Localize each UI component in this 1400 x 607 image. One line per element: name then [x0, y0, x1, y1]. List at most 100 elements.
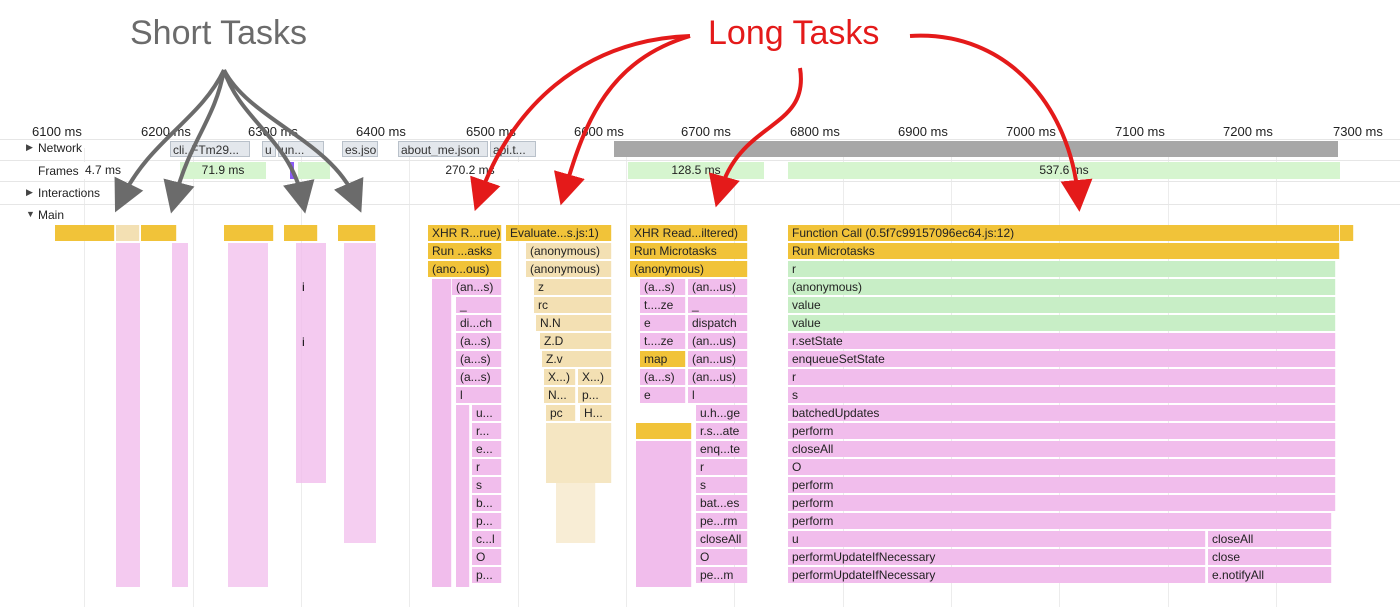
- flame-entry[interactable]: X...): [544, 369, 576, 385]
- flame-entry[interactable]: XHR R...rue): [428, 225, 502, 241]
- flame-entry[interactable]: bat...es: [696, 495, 748, 511]
- flame-entry[interactable]: Run Microtasks: [788, 243, 1340, 259]
- frame-bar[interactable]: 71.9 ms: [180, 162, 266, 179]
- flame-entry[interactable]: (anonymous): [788, 279, 1336, 295]
- flame-entry[interactable]: s: [788, 387, 1336, 403]
- flame-entry[interactable]: p...: [472, 567, 502, 583]
- flame-entry[interactable]: performUpdateIfNecessary: [788, 567, 1206, 583]
- flame-entry[interactable]: (a...s): [640, 369, 686, 385]
- task-bar[interactable]: [116, 225, 140, 241]
- flame-entry[interactable]: r.s...ate: [696, 423, 748, 439]
- flame-entry[interactable]: b...: [472, 495, 502, 511]
- flame-entry[interactable]: (an...us): [688, 279, 748, 295]
- task-bar[interactable]: [141, 225, 177, 241]
- flame-entry[interactable]: enqueueSetState: [788, 351, 1336, 367]
- flame-entry[interactable]: _: [456, 297, 502, 313]
- flame-entry[interactable]: (anonymous): [526, 261, 612, 277]
- flame-entry[interactable]: (a...s): [640, 279, 686, 295]
- flame-entry[interactable]: map: [640, 351, 686, 367]
- flame-entry[interactable]: u: [788, 531, 1206, 547]
- flame-entry[interactable]: Evaluate...s.js:1): [506, 225, 612, 241]
- flame-entry[interactable]: _: [688, 297, 748, 313]
- flame-entry[interactable]: pe...m: [696, 567, 748, 583]
- flame-entry[interactable]: pc: [546, 405, 576, 421]
- flame-entry[interactable]: t....ze: [640, 297, 686, 313]
- flame-entry[interactable]: O: [696, 549, 748, 565]
- flame-entry[interactable]: e: [640, 387, 686, 403]
- flame-entry[interactable]: Z.D: [540, 333, 612, 349]
- flame-column[interactable]: [556, 483, 596, 543]
- flame-entry[interactable]: X...): [578, 369, 612, 385]
- flame-entry[interactable]: Z.v: [542, 351, 612, 367]
- flame-entry[interactable]: (an...s): [452, 279, 502, 295]
- flame-entry[interactable]: perform: [788, 477, 1336, 493]
- flame-entry[interactable]: rc: [534, 297, 612, 313]
- flame-entry[interactable]: value: [788, 315, 1336, 331]
- network-expand-icon[interactable]: ▶: [26, 142, 33, 152]
- main-track-label[interactable]: Main: [38, 208, 65, 222]
- flame-entry[interactable]: [636, 423, 692, 439]
- flame-entry[interactable]: H...: [580, 405, 612, 421]
- flame-entry[interactable]: Run ...asks: [428, 243, 502, 259]
- flame-entry[interactable]: r...: [472, 423, 502, 439]
- flame-entry[interactable]: value: [788, 297, 1336, 313]
- flame-entry[interactable]: perform: [788, 423, 1336, 439]
- flame-entry[interactable]: t....ze: [640, 333, 686, 349]
- flame-entry[interactable]: (a...s): [456, 351, 502, 367]
- flame-column[interactable]: [546, 423, 612, 483]
- flame-entry[interactable]: close: [1208, 549, 1332, 565]
- flame-entry[interactable]: performUpdateIfNecessary: [788, 549, 1206, 565]
- task-bar[interactable]: [338, 225, 376, 241]
- short-task-3[interactable]: [228, 243, 268, 587]
- task-bar[interactable]: [284, 225, 318, 241]
- network-request[interactable]: about_me.json: [398, 141, 488, 157]
- flame-entry[interactable]: (anonymous): [526, 243, 612, 259]
- flame-entry[interactable]: (a...s): [456, 333, 502, 349]
- flame-column[interactable]: [456, 405, 470, 587]
- flame-entry[interactable]: s: [472, 477, 502, 493]
- flame-entry[interactable]: r: [696, 459, 748, 475]
- flame-entry[interactable]: (an...us): [688, 333, 748, 349]
- flame-entry[interactable]: pe...rm: [696, 513, 748, 529]
- short-task-2[interactable]: [172, 243, 188, 587]
- flame-entry[interactable]: r.setState: [788, 333, 1336, 349]
- flame-entry[interactable]: enq...te: [696, 441, 748, 457]
- flame-entry[interactable]: closeAll: [788, 441, 1336, 457]
- frame-bar-short[interactable]: [298, 162, 330, 179]
- frames-track-label[interactable]: Frames: [38, 164, 79, 178]
- flame-entry[interactable]: Function Call (0.5f7c99157096ec64.js:12): [788, 225, 1340, 241]
- flame-entry[interactable]: s: [696, 477, 748, 493]
- task-bar[interactable]: [55, 225, 115, 241]
- flame-entry[interactable]: p...: [578, 387, 612, 403]
- flame-entry[interactable]: N...: [544, 387, 576, 403]
- flame-column[interactable]: [636, 441, 692, 587]
- network-track-label[interactable]: Network: [38, 141, 83, 155]
- flame-entry[interactable]: c...l: [472, 531, 502, 547]
- flame-entry[interactable]: perform: [788, 495, 1336, 511]
- interactions-expand-icon[interactable]: ▶: [26, 187, 33, 197]
- flame-entry[interactable]: N.N: [536, 315, 612, 331]
- network-request[interactable]: u: [262, 141, 276, 157]
- flame-entry[interactable]: batchedUpdates: [788, 405, 1336, 421]
- flame-entry[interactable]: O: [788, 459, 1336, 475]
- short-task-5[interactable]: [344, 243, 376, 543]
- flame-entry[interactable]: e: [640, 315, 686, 331]
- short-task-4[interactable]: [296, 243, 326, 483]
- flame-entry[interactable]: (ano...ous): [428, 261, 502, 277]
- flame-entry[interactable]: (an...us): [688, 351, 748, 367]
- flame-entry[interactable]: closeAll: [696, 531, 748, 547]
- flame-entry[interactable]: r: [788, 261, 1336, 277]
- flame-entry[interactable]: di...ch: [456, 315, 502, 331]
- flame-entry[interactable]: perform: [788, 513, 1332, 529]
- short-task-1[interactable]: [116, 243, 140, 587]
- flame-entry[interactable]: p...: [472, 513, 502, 529]
- flame-entry[interactable]: r: [788, 369, 1336, 385]
- flame-entry[interactable]: (a...s): [456, 369, 502, 385]
- flame-entry[interactable]: u.h...ge: [696, 405, 748, 421]
- flame-entry[interactable]: O: [472, 549, 502, 565]
- network-request[interactable]: es.jso: [342, 141, 378, 157]
- flame-entry[interactable]: XHR Read...iltered): [630, 225, 748, 241]
- main-collapse-icon[interactable]: ▼: [26, 209, 35, 219]
- flame-entry[interactable]: r: [472, 459, 502, 475]
- flame-entry[interactable]: dispatch: [688, 315, 748, 331]
